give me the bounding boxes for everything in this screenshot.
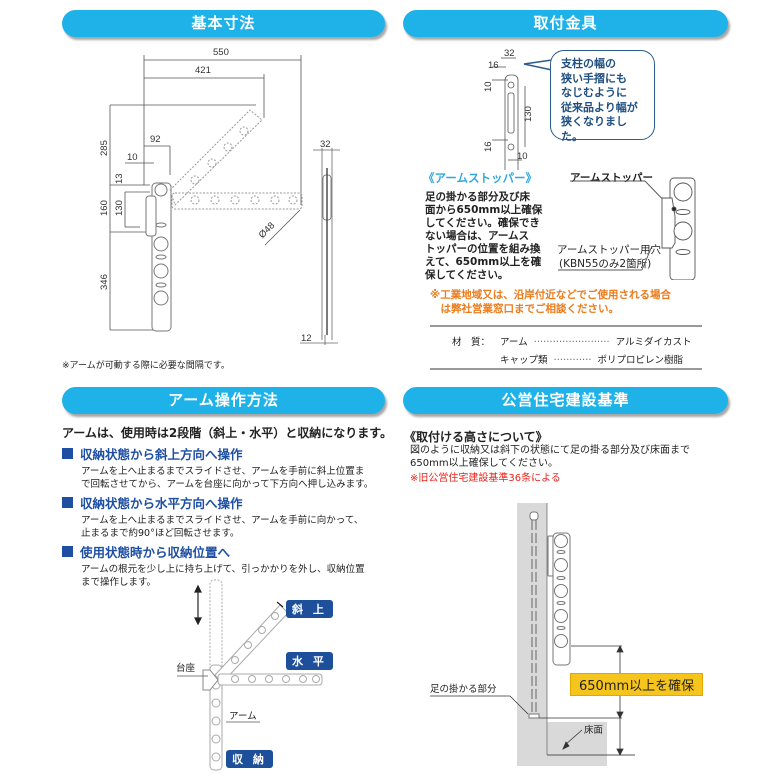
square-bullet-icon <box>62 448 73 459</box>
position-tag-horizontal: 水 平 <box>286 652 333 670</box>
material-part: アーム <box>500 337 528 348</box>
section-title: アーム操作方法 <box>168 391 279 409</box>
dim-421: 421 <box>195 65 211 76</box>
installation-height-diagram <box>430 503 635 766</box>
dim-side-32: 32 <box>320 139 331 150</box>
bracket-dim-32: 32 <box>504 48 515 59</box>
material-value: アルミダイカスト <box>615 337 692 348</box>
material-dots: …………………… <box>533 334 610 345</box>
bubble-pointer <box>523 59 553 71</box>
stopper-body: 足の掛かる部分及び床 面から650mm以上確保 してください。確保でき ない場合… <box>425 191 543 281</box>
section-header-arm-operation: アーム操作方法 <box>62 387 385 414</box>
clearance-label: 650mm以上を確保 <box>570 673 704 696</box>
dim-side-12: 12 <box>301 333 312 344</box>
step-heading-text: 収納状態から斜上方向へ操作 <box>80 447 243 462</box>
materials-bottom-divider <box>430 368 702 370</box>
step-body: アームの根元を少し上に持ち上げて、引っかかりを外し、収納位置 まで操作します。 <box>81 564 365 588</box>
bracket-callout-bubble: 支柱の幅の 狭い手摺にも なじむように 従来品より幅が 狭くなりました。 <box>550 50 655 143</box>
step-body: アームを上へ止まるまでスライドさせ、アームを手前に向かって、 止まるまで約90°… <box>81 515 364 539</box>
section-title: 公営住宅建設基準 <box>501 391 630 409</box>
materials-top-divider <box>430 325 702 327</box>
basic-dimensions-note: ※アームが可動する際に必要な間隔です。 <box>62 361 230 371</box>
dim-160: 160 <box>99 200 110 216</box>
dim-130: 130 <box>114 200 125 216</box>
stopper-diagram <box>558 177 696 280</box>
public-housing-body: 図のように収納又は斜下の状態にて足の掛る部分及び床面まで 650mm以上確保して… <box>410 445 690 469</box>
operation-step: 使用状態時から収納位置へ アームの根元を少し上に持ち上げて、引っかかりを外し、収… <box>62 542 392 589</box>
arm-operation-diagram <box>177 579 323 771</box>
public-housing-note: ※旧公営住宅建設基準36条による <box>410 473 561 484</box>
arm-operation-intro: アームは、使用時は2段階（斜上・水平）と収納になります。 <box>62 426 393 440</box>
bracket-dim-10-bottom: 10 <box>517 151 528 162</box>
materials-table: 材 質： アーム …………………… アルミダイカスト キャップ類 ………… ポリ… <box>452 334 692 366</box>
stopper-hole-label: アームストッパー用穴 <box>557 244 662 256</box>
dim-13: 13 <box>114 173 125 184</box>
dim-550: 550 <box>213 47 229 58</box>
bracket-dim-10-top: 10 <box>483 81 494 92</box>
dim-10: 10 <box>127 152 138 163</box>
square-bullet-icon <box>62 497 73 508</box>
section-header-basic-dimensions: 基本寸法 <box>62 10 385 37</box>
base-label: 台座 <box>176 663 196 674</box>
step-heading: 使用状態時から収納位置へ <box>62 542 392 561</box>
step-heading-text: 使用状態時から収納位置へ <box>80 545 231 560</box>
public-housing-subtitle: 《取付ける高さについて》 <box>404 430 548 444</box>
operation-step: 収納状態から斜上方向へ操作 アームを上へ止まるまでスライドさせ、アームを手前に斜… <box>62 444 392 491</box>
material-part: キャップ類 <box>500 355 548 366</box>
stopper-title: 《アームストッパー》 <box>423 171 537 185</box>
warning-note: ※工業地域又は、沿岸付近などでご使用される場合 は弊社営業窓口までご相談ください… <box>430 289 671 315</box>
arm-operation-steps: 収納状態から斜上方向へ操作 アームを上へ止まるまでスライドさせ、アームを手前に斜… <box>62 444 392 589</box>
step-heading: 収納状態から水平方向へ操作 <box>62 493 392 512</box>
dim-92: 92 <box>150 134 161 145</box>
operation-step: 収納状態から水平方向へ操作 アームを上へ止まるまでスライドさせ、アームを手前に向… <box>62 493 392 540</box>
bracket-dim-16-top: 16 <box>488 60 499 71</box>
arm-label: アーム <box>229 711 257 722</box>
square-bullet-icon <box>62 546 73 557</box>
dim-346: 346 <box>99 274 110 290</box>
foot-label: 足の掛かる部分 <box>430 684 497 695</box>
section-header-mounting-bracket: 取付金具 <box>403 10 728 37</box>
bracket-dim-16-bottom: 16 <box>483 141 494 152</box>
position-tag-diagonal: 斜 上 <box>286 600 333 618</box>
step-heading: 収納状態から斜上方向へ操作 <box>62 444 392 463</box>
position-tag-stored: 収 納 <box>226 750 273 768</box>
floor-label: 床面 <box>584 725 604 736</box>
step-heading-text: 収納状態から水平方向へ操作 <box>80 496 243 511</box>
bracket-dim-130: 130 <box>523 106 534 122</box>
section-header-public-housing: 公営住宅建設基準 <box>403 387 728 414</box>
materials-label: 材 質： <box>452 337 491 348</box>
dim-285: 285 <box>99 140 110 156</box>
materials-label-spacer <box>452 352 494 366</box>
step-body: アームを上へ止まるまでスライドさせ、アームを手前に斜上位置ま で回転させてから、… <box>81 466 374 490</box>
section-title: 基本寸法 <box>191 14 256 32</box>
material-value: ポリプロピレン樹脂 <box>597 355 684 366</box>
bracket-diagram <box>492 57 526 170</box>
basic-dimensions-diagram <box>109 55 340 345</box>
section-title: 取付金具 <box>533 14 598 32</box>
material-dots: ………… <box>553 352 592 363</box>
stopper-hole-note: (KBN55のみ2箇所) <box>559 258 652 270</box>
